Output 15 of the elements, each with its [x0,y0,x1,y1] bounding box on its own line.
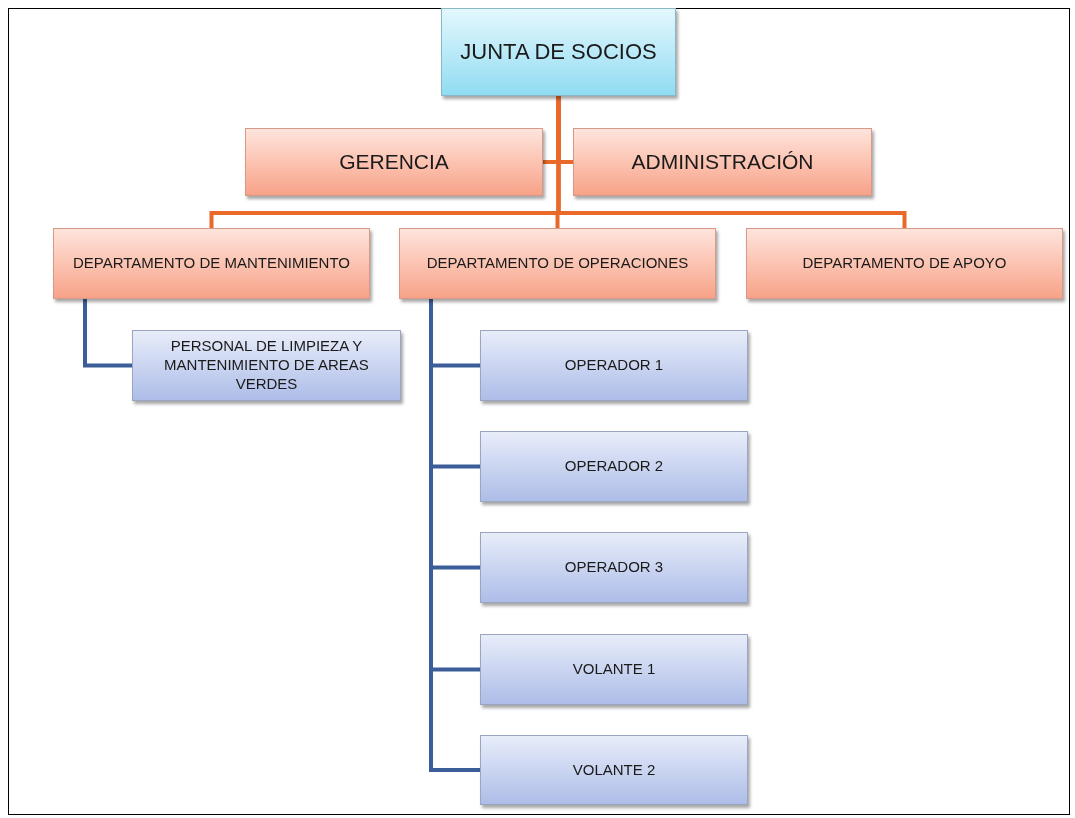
staff-box: OPERADOR 3 [480,532,748,603]
connector-line [429,299,480,772]
department-box: DEPARTAMENTO DE APOYO [746,228,1063,299]
staff-box: OPERADOR 2 [480,431,748,502]
department-box: DEPARTAMENTO DE MANTENIMIENTO [53,228,370,299]
staff-box: PERSONAL DE LIMPIEZA Y MANTENIMIENTO DE AREAS VERDES [132,330,401,401]
department-box: ADMINISTRACIÓN [573,128,872,196]
staff-box: VOLANTE 1 [480,634,748,705]
board-box: JUNTA DE SOCIOS [441,8,676,96]
staff-box: VOLANTE 2 [480,735,748,805]
connector-line [83,299,132,368]
department-box: DEPARTAMENTO DE OPERACIONES [399,228,716,299]
connector-line [556,96,907,228]
staff-box: OPERADOR 1 [480,330,748,401]
department-box: GERENCIA [245,128,543,196]
